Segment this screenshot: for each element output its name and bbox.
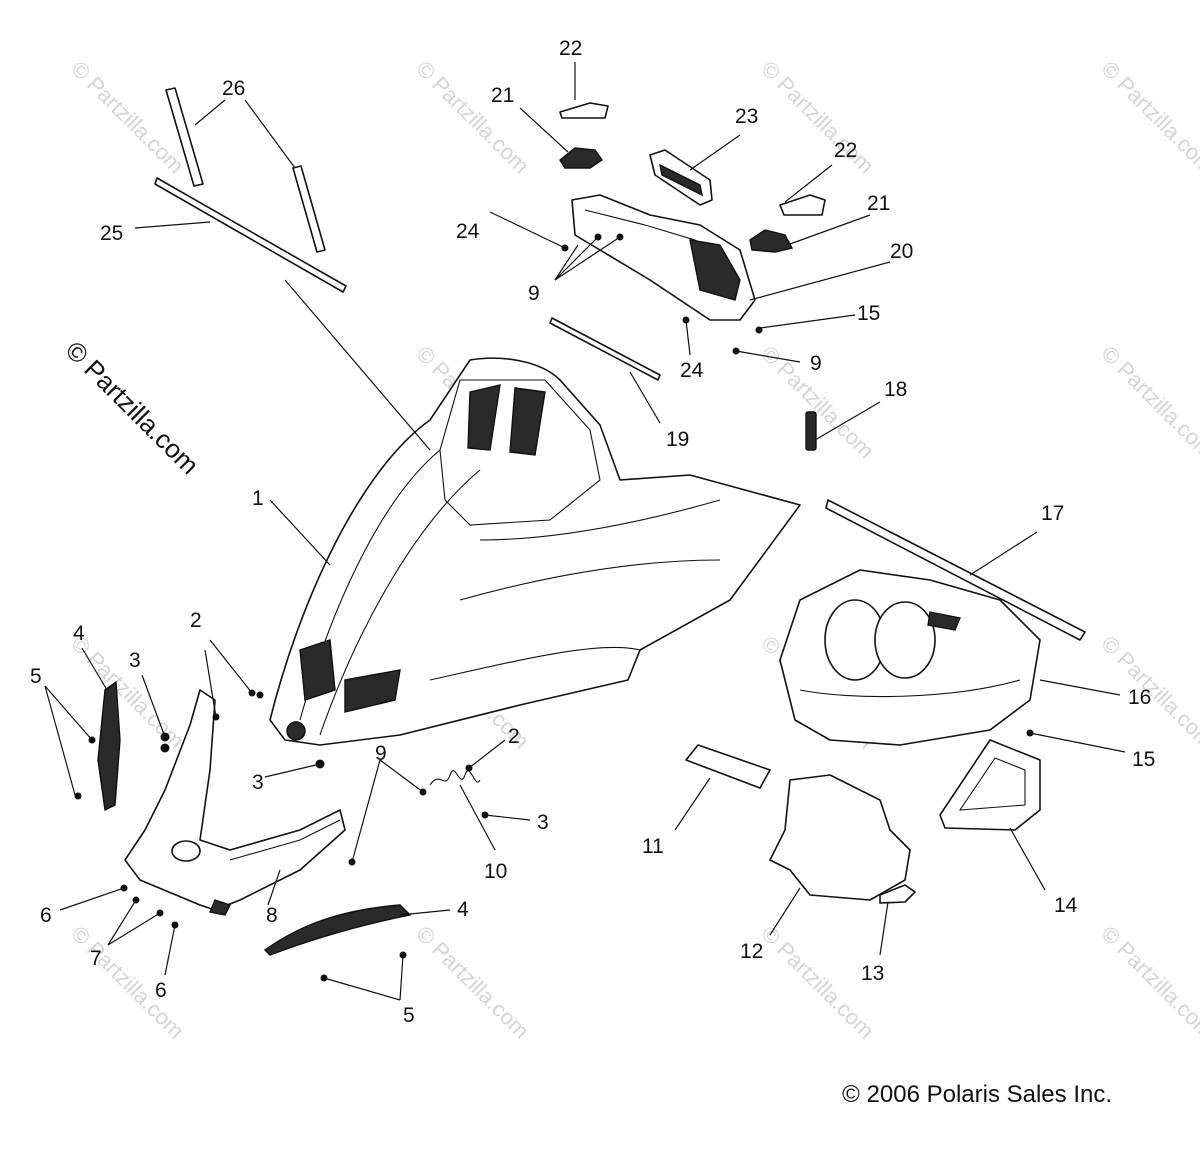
callout-label: 20	[890, 240, 913, 263]
callout-label: 19	[666, 428, 689, 451]
part-21-bracket-right	[749, 229, 794, 253]
part-10-spring	[429, 770, 481, 786]
callout-label: 9	[810, 352, 822, 375]
callout-label: 4	[457, 898, 469, 921]
watermark: © Partzilla.com	[1096, 921, 1200, 1044]
part-17-strip	[825, 499, 1086, 641]
fastener	[74, 792, 82, 800]
callout-label: 25	[100, 222, 123, 245]
callout-label: 3	[252, 771, 264, 794]
watermark: © Partzilla.com	[66, 631, 189, 754]
brand-watermark: © Partzilla.com	[60, 335, 205, 480]
callout-label: 1	[252, 487, 264, 510]
watermark: © Partzilla.com	[1096, 56, 1200, 179]
watermark: © Partzilla.com	[411, 921, 534, 1044]
callout-label: 7	[90, 947, 102, 970]
callout-label: 11	[642, 835, 664, 858]
leader-lines	[44, 62, 1126, 1001]
part-16-airbox	[779, 569, 1041, 746]
callout-label: 8	[266, 904, 278, 927]
part-20-console	[571, 194, 756, 321]
part-12-insulation	[769, 774, 911, 901]
callout-label: 23	[735, 105, 758, 128]
callout-label: 4	[73, 622, 85, 645]
callout-label: 21	[491, 84, 514, 107]
watermark: © Partzilla.com	[66, 56, 189, 179]
callout-label: 26	[222, 77, 245, 100]
part-25-trim-strip	[154, 177, 347, 293]
fastener	[256, 691, 264, 699]
callout-label: 16	[1128, 686, 1151, 709]
watermark: © Partzilla.com	[411, 56, 534, 179]
callout-label: 18	[884, 378, 907, 401]
callout-label: 15	[1132, 748, 1155, 771]
watermark: © Partzilla.com	[1096, 341, 1200, 464]
part-18-clip	[805, 411, 817, 451]
callout-label: 17	[1041, 502, 1064, 525]
callout-label: 10	[484, 860, 507, 883]
callout-label: 9	[375, 742, 387, 765]
callout-label: 3	[129, 649, 141, 672]
part-21-bracket-top	[559, 147, 603, 169]
callout-label: 24	[680, 359, 704, 382]
part-4-grille-bottom	[263, 904, 412, 956]
callout-label: 5	[30, 665, 42, 688]
part-22-cap-right	[779, 194, 826, 216]
part-13-pad	[879, 884, 916, 904]
callout-label: 2	[190, 609, 202, 632]
callout-label: 3	[537, 811, 549, 834]
part-11-pad	[685, 744, 771, 789]
callout-label: 24	[456, 220, 480, 243]
callout-label: 22	[834, 139, 857, 162]
part-23-gauge	[649, 149, 713, 206]
callout-label: 6	[155, 979, 167, 1002]
copyright-notice: © 2006 Polaris Sales Inc.	[842, 1081, 1112, 1108]
part-8-nosepiece	[124, 689, 346, 916]
callout-label: 15	[857, 302, 880, 325]
part-26-side-strips	[165, 87, 326, 253]
callout-label: 13	[861, 962, 884, 985]
callout-label: 14	[1054, 894, 1078, 917]
watermark: © Partzilla.com	[66, 921, 189, 1044]
leader-line	[284, 279, 431, 451]
callout-labels: 1 2 2 3 3 3 4 4 5 5 6 6 7 8 9 9 9 10 11 …	[30, 37, 1155, 1027]
callout-label: 21	[867, 192, 890, 215]
callout-label: 5	[403, 1004, 415, 1027]
fastener	[160, 743, 170, 753]
part-19-rod	[549, 317, 661, 381]
watermark: © Partzilla.com	[756, 56, 879, 179]
part-4-grille-left	[97, 680, 121, 812]
callout-label: 6	[40, 904, 52, 927]
callout-label: 2	[508, 725, 520, 748]
part-22-cap-top	[559, 102, 609, 119]
part-14-vent	[939, 739, 1041, 831]
part-1-hood	[269, 357, 801, 746]
callout-label: 9	[528, 282, 540, 305]
callout-label: 12	[740, 940, 763, 963]
callout-label: 22	[559, 37, 582, 60]
